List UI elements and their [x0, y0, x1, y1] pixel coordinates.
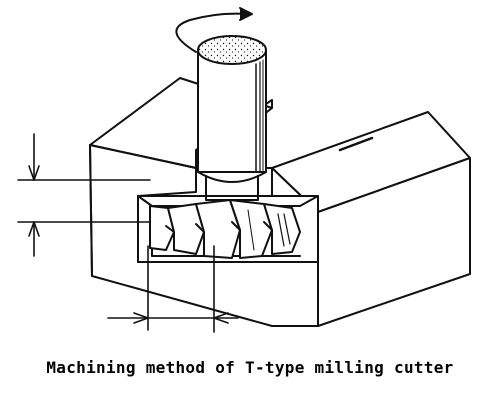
- cutter-shank: [197, 35, 267, 201]
- rotation-arrow: [175, 7, 253, 53]
- cutter-head: [149, 199, 301, 259]
- figure-caption: Machining method of T-type milling cutte…: [46, 358, 454, 377]
- dimension-slot-width: [107, 245, 239, 333]
- dimension-slot-depth: [17, 133, 151, 257]
